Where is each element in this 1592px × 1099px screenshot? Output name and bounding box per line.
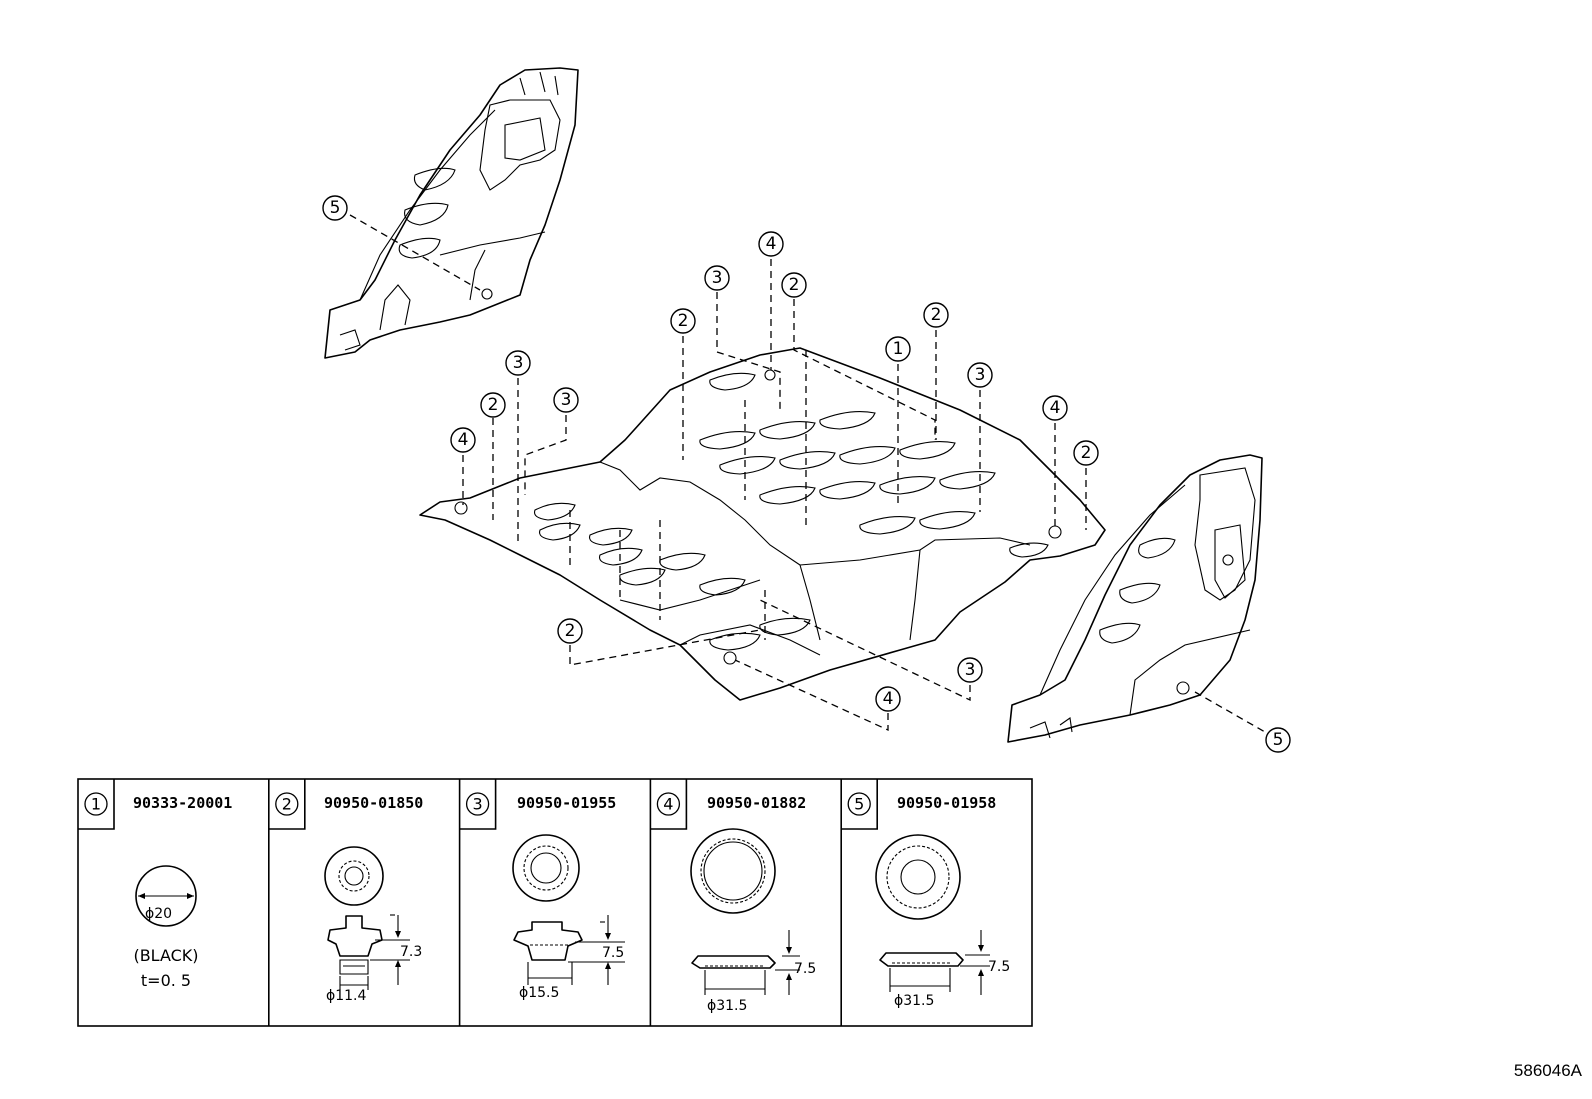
svg-text:2: 2 (789, 275, 800, 295)
dim-diameter: ϕ31.5 (894, 993, 934, 1009)
parts-table: 1 90333-20001 ϕ20 (BLACK) t=0. 5 2 90950… (77, 778, 1033, 1027)
svg-text:1: 1 (893, 339, 904, 359)
callout-3-right: 3 (967, 362, 993, 388)
svg-text:2: 2 (565, 621, 576, 641)
callout-2-mid: 2 (670, 308, 696, 334)
callout-4-left: 4 (450, 427, 476, 453)
svg-text:2: 2 (488, 395, 499, 415)
part-cell-4: 4 90950-01882 7.5 ϕ31.5 (650, 779, 816, 1014)
svg-text:3: 3 (965, 660, 976, 680)
part-number: 90950-01955 (517, 794, 616, 812)
callout-2-left: 2 (480, 392, 506, 418)
grommet-2-drawing (324, 846, 410, 990)
part-number: 90950-01958 (897, 794, 996, 812)
illustration-code: 586046A (1514, 1061, 1583, 1080)
part-cell-2: 2 90950-01850 7.3 ϕ11.4 (268, 779, 423, 1004)
callout-2-right: 2 (1073, 440, 1099, 466)
svg-text:3: 3 (712, 268, 723, 288)
dim-height: 7.5 (602, 945, 624, 961)
leader-lines (349, 214, 1266, 733)
svg-text:2: 2 (931, 305, 942, 325)
part-index: 4 (663, 795, 673, 814)
svg-text:3: 3 (513, 353, 524, 373)
callout-3-left: 3 (553, 387, 579, 413)
plug-1-drawing (135, 865, 197, 927)
color-note: (BLACK) (133, 946, 198, 965)
callout-3-left-high: 3 (505, 350, 531, 376)
part-number: 90950-01882 (707, 794, 806, 812)
part-cell-5: 5 90950-01958 7.5 ϕ31.5 (841, 779, 1010, 1009)
thickness-note: t=0. 5 (141, 971, 191, 990)
svg-text:4: 4 (458, 430, 469, 450)
callout-2-right-top: 2 (923, 302, 949, 328)
plug-4-drawing (690, 828, 800, 995)
callout-5-lower: 5 (1265, 727, 1291, 753)
plug-5-drawing (875, 834, 990, 995)
svg-text:3: 3 (975, 365, 986, 385)
dim-height: 7.3 (400, 944, 422, 960)
part-cell-1: 1 90333-20001 ϕ20 (BLACK) t=0. 5 (78, 779, 232, 990)
part-index: 1 (91, 795, 101, 814)
part-index: 5 (854, 795, 864, 814)
callout-2-bottom: 2 (557, 618, 583, 644)
callout-2-top: 2 (781, 272, 807, 298)
callout-5-upper: 5 (322, 195, 348, 221)
dim-diameter: ϕ15.5 (519, 985, 559, 1001)
part-number: 90950-01850 (324, 794, 423, 812)
callout-4-top: 4 (758, 231, 784, 257)
right-side-panel (1007, 454, 1263, 743)
dim-diameter: ϕ11.4 (326, 988, 367, 1004)
callout-3-top: 3 (704, 265, 730, 291)
dim-diameter: ϕ20 (145, 906, 172, 922)
svg-text:2: 2 (1081, 443, 1092, 463)
svg-text:5: 5 (330, 198, 341, 218)
dim-diameter: ϕ31.5 (707, 998, 747, 1014)
part-number: 90333-20001 (133, 794, 232, 812)
part-index: 2 (282, 795, 292, 814)
callout-1: 1 (885, 336, 911, 362)
callout-4-bottom: 4 (875, 686, 901, 712)
svg-text:2: 2 (678, 311, 689, 331)
svg-text:4: 4 (1050, 398, 1061, 418)
floor-pan (419, 347, 1106, 701)
svg-text:5: 5 (1273, 730, 1284, 750)
part-cell-3: 3 90950-01955 7.5 ϕ15.5 (459, 779, 625, 1001)
svg-text:3: 3 (561, 390, 572, 410)
svg-text:4: 4 (883, 689, 894, 709)
left-side-panel (324, 67, 579, 359)
callout-4-right: 4 (1042, 395, 1068, 421)
dim-height: 7.5 (988, 959, 1010, 975)
part-index: 3 (473, 795, 483, 814)
callout-3-bottom: 3 (957, 657, 983, 683)
dim-height: 7.5 (794, 961, 816, 977)
grommet-3-drawing (512, 834, 625, 985)
svg-text:4: 4 (766, 234, 777, 254)
